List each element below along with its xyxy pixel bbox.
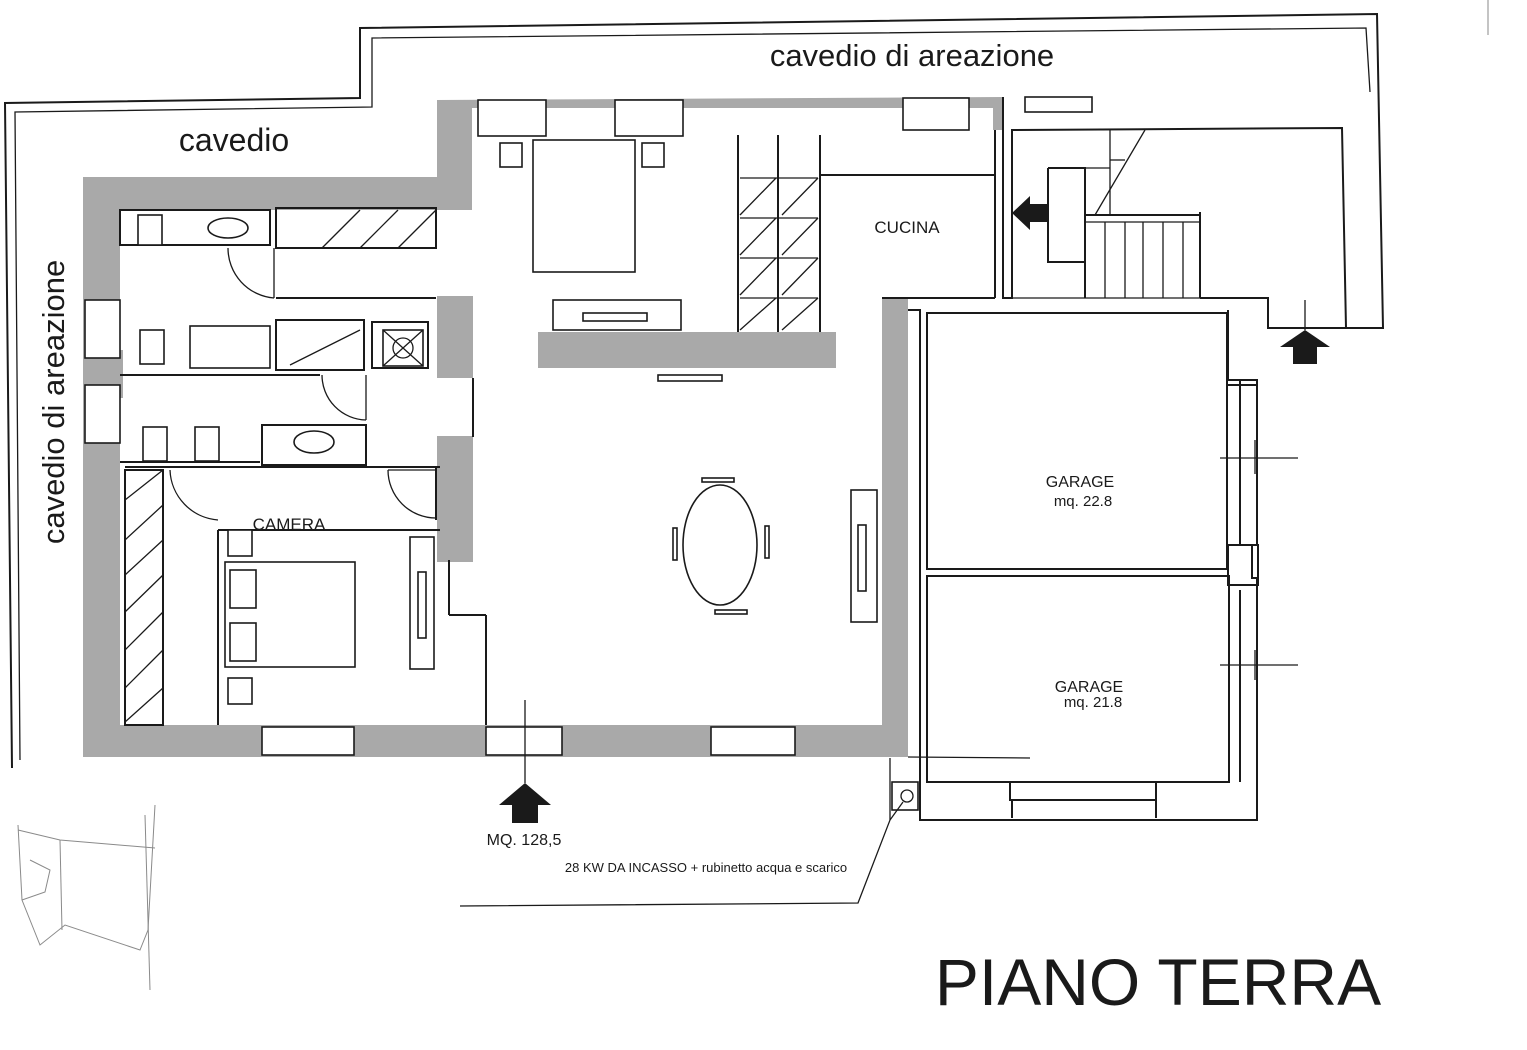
- label-cavedio-areazione-left: cavedio di areazione: [36, 260, 71, 544]
- label-garage1-name: GARAGE: [1046, 474, 1114, 491]
- label-cavedio: cavedio: [179, 122, 289, 158]
- cavedio-outline: [3, 12, 1385, 769]
- boiler-leader: [459, 756, 1031, 907]
- entry-arrows: [499, 300, 1330, 823]
- door-swings: [169, 247, 437, 521]
- label-camera: CAMERA: [253, 515, 326, 534]
- garages: [908, 309, 1298, 821]
- label-garage2-area: mq. 21.8: [1064, 694, 1122, 711]
- label-cavedio-areazione-top: cavedio di areazione: [770, 38, 1054, 73]
- furniture: [137, 139, 919, 811]
- main-entry-arrow: [499, 783, 551, 823]
- windows: [84, 97, 970, 756]
- label-total-area: MQ. 128,5: [487, 832, 562, 849]
- stairwell: [1002, 96, 1348, 329]
- label-boiler-note: 28 KW DA INCASSO + rubinetto acqua e sca…: [565, 860, 847, 875]
- floor-title: PIANO TERRA: [935, 945, 1381, 1019]
- label-garage2-name: GARAGE: [1055, 679, 1123, 696]
- garage-entry-arrow: [1280, 330, 1330, 364]
- label-garage1-area: mq. 22.8: [1054, 493, 1112, 510]
- label-cucina: CUCINA: [874, 218, 940, 237]
- wardrobe-hatching: [124, 177, 819, 726]
- pencil-sketch: [17, 0, 1489, 991]
